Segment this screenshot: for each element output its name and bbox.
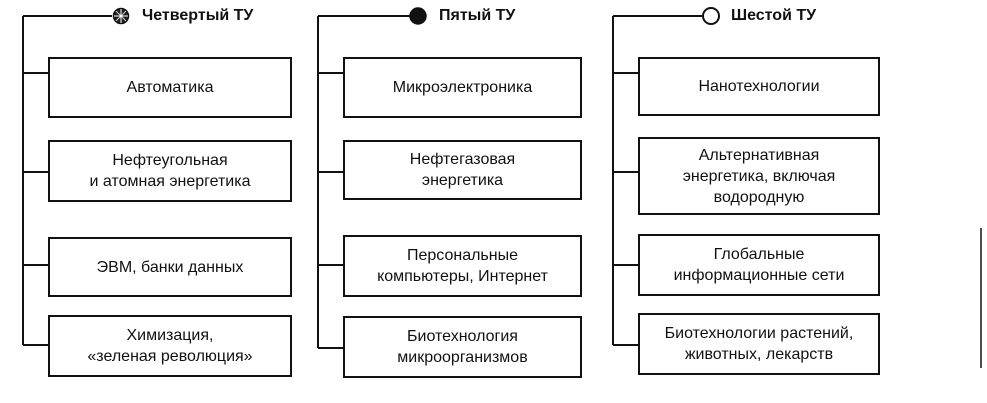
- box-line: Альтернативная: [698, 146, 820, 164]
- column-3-connectors: [612, 15, 702, 346]
- box-line: водородную: [713, 188, 805, 206]
- box-line: «зеленая революция»: [87, 348, 253, 365]
- column-3-header: Шестой ТУ: [731, 7, 817, 24]
- column-3-box-3: Глобальные информационные сети: [638, 234, 880, 296]
- column-1-connectors: [22, 15, 112, 346]
- column-2-box-3: Персональные компьютеры, Интернет: [343, 235, 582, 297]
- column-3-box-4: Биотехнологии растений, животных, лекарс…: [638, 313, 880, 375]
- box-line: энергетика: [421, 172, 504, 189]
- column-2-box-1: Микроэлектроника: [343, 57, 582, 118]
- box-line: и атомная энергетика: [89, 173, 251, 190]
- box-line: Химизация,: [126, 327, 214, 344]
- box-line: Микроэлектроника: [392, 79, 533, 96]
- column-1-box-3: ЭВМ, банки данных: [48, 237, 292, 297]
- column-1-box-2: Нефтеугольная и атомная энергетика: [48, 140, 292, 202]
- box-line: ЭВМ, банки данных: [96, 258, 244, 276]
- box-line: Глобальные: [713, 246, 805, 263]
- column-2-box-2: Нефтегазовая энергетика: [343, 140, 582, 200]
- column-1-box-4: Химизация, «зеленая революция»: [48, 315, 292, 377]
- box-line: Нефтегазовая: [409, 151, 516, 168]
- column-3-box-1: Нанотехнологии: [638, 57, 880, 116]
- box-line: микроорганизмов: [397, 349, 528, 366]
- box-line: информационные сети: [673, 267, 845, 284]
- box-line: Биотехнология: [407, 328, 518, 345]
- open-circle-icon: [702, 7, 720, 25]
- box-line: компьютеры, Интернет: [377, 268, 548, 285]
- box-line: Нефтеугольная: [112, 152, 228, 169]
- column-2-box-4: Биотехнология микроорганизмов: [343, 316, 582, 378]
- box-line: Персональные: [406, 247, 518, 264]
- box-line: Нанотехнологии: [698, 78, 820, 95]
- box-line: животных, лекарств: [684, 346, 834, 363]
- box-line: энергетика, включая: [682, 167, 836, 185]
- box-line: Автоматика: [126, 79, 214, 96]
- column-2-header: Пятый ТУ: [439, 7, 516, 24]
- column-1-box-1: Автоматика: [48, 57, 292, 118]
- box-line: Биотехнологии растений,: [664, 325, 854, 342]
- column-1-header: Четвертый ТУ: [142, 7, 254, 24]
- column-3-box-2: Альтернативная энергетика, включая водор…: [638, 137, 880, 215]
- column-2-connectors: [317, 15, 410, 349]
- filled-circle-icon: [409, 7, 427, 25]
- crossed-circle-icon: [112, 7, 130, 25]
